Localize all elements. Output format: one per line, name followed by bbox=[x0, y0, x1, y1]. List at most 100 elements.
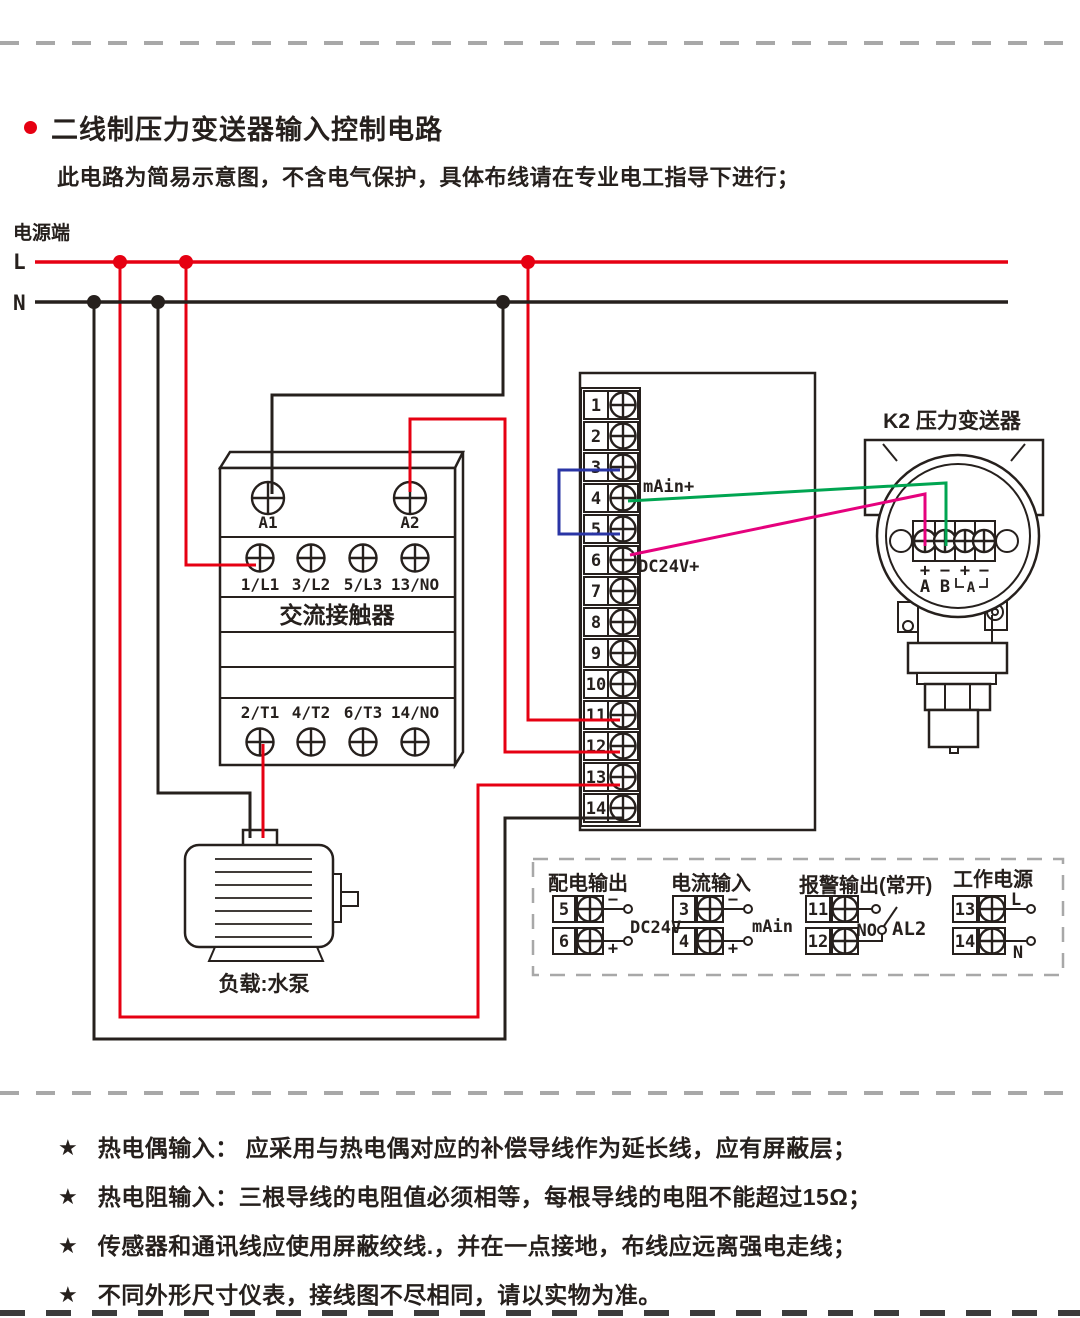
legend-texts: 5 6 3 4 11 12 13 14 − + − + DC24V mAin N… bbox=[559, 890, 1023, 963]
note-text: 热电偶输入： 应采用与热电偶对应的补偿导线作为延长线，应有屏蔽层； bbox=[97, 1135, 857, 1161]
terminal-number: 7 bbox=[591, 582, 601, 602]
polarity-sign: − bbox=[979, 561, 989, 581]
polarity-sign: + bbox=[608, 939, 618, 959]
page-title: 二线制压力变送器输入控制电路 bbox=[51, 115, 443, 145]
legend-l-label: L bbox=[1011, 890, 1021, 910]
transmitter-terminal-labels: + − + − A B A bbox=[920, 561, 989, 597]
line-l-label: L bbox=[13, 250, 26, 274]
polarity-sign: + bbox=[960, 561, 970, 581]
page-subtitle: 此电路为简易示意图，不含电气保护，具体布线请在专业电工指导下进行； bbox=[57, 165, 800, 190]
dc24v-signal-wire bbox=[629, 492, 927, 557]
transmitter-title: K2 压力变送器 bbox=[883, 409, 1022, 433]
input-terminal-label: 13/NO bbox=[391, 575, 439, 594]
l-to-contactor-input-wire bbox=[184, 262, 256, 567]
legend-terminal-number: 4 bbox=[679, 932, 689, 952]
terminal-strip-numbers: 1 2 3 4 5 6 7 8 9 10 11 12 13 14 bbox=[586, 396, 606, 819]
polarity-sign: − bbox=[728, 890, 738, 910]
n-to-coil-a1-wire bbox=[270, 302, 505, 494]
legend-titles: 配电输出 电流输入 报警输出(常开) 工作电源 bbox=[548, 867, 1033, 897]
jumper-3-5-wire bbox=[557, 468, 620, 536]
input-terminal-label: 5/L3 bbox=[344, 575, 383, 594]
neutral-wires bbox=[35, 300, 1008, 1041]
legend-main-label: mAin bbox=[752, 917, 793, 937]
output-terminal-label: 2/T1 bbox=[241, 703, 280, 722]
input-terminal-label: 1/L1 bbox=[241, 575, 280, 594]
note-text: 热电阻输入：三根导线的电阻值必须相等，每根导线的电阻不能超过15Ω； bbox=[97, 1184, 872, 1210]
l-to-work-power-wire bbox=[118, 262, 620, 1019]
terminal-a-label: A bbox=[920, 577, 930, 597]
legend-n-label: N bbox=[1013, 943, 1023, 963]
main-plus-label: mAin+ bbox=[643, 477, 694, 497]
l-to-alarm11-wire bbox=[526, 262, 620, 722]
contactor-name: 交流接触器 bbox=[280, 602, 396, 628]
legend-cur-title: 电流输入 bbox=[671, 871, 751, 895]
output-terminal-label: 4/T2 bbox=[292, 703, 331, 722]
n-to-motor-wire bbox=[156, 302, 252, 838]
polarity-sign: + bbox=[728, 939, 738, 959]
legend-terminal-number: 14 bbox=[955, 932, 975, 952]
terminal-number: 8 bbox=[591, 613, 601, 633]
n-to-terminal14-wire bbox=[92, 302, 622, 1041]
terminal-number: 12 bbox=[586, 737, 606, 757]
live-wires bbox=[35, 260, 1008, 1019]
motor-label: 负载:水泵 bbox=[219, 972, 310, 996]
note-text: 不同外形尺寸仪表，接线图不尽相同，请以实物为准。 bbox=[97, 1282, 662, 1308]
terminal-number: 9 bbox=[591, 644, 601, 664]
terminal-number: 5 bbox=[591, 520, 601, 540]
legend-terminal-number: 3 bbox=[679, 900, 689, 920]
live-junction-dots bbox=[113, 255, 535, 269]
terminal-number: 13 bbox=[586, 768, 606, 788]
legend-box bbox=[531, 857, 1065, 977]
legend-alarm-title: 报警输出(常开) bbox=[799, 873, 932, 897]
line-n-label: N bbox=[13, 291, 26, 315]
legend-dist-title: 配电输出 bbox=[548, 871, 628, 895]
note-item: ★ 不同外形尺寸仪表，接线图不尽相同，请以实物为准。 bbox=[58, 1281, 662, 1310]
terminal-b-label: B bbox=[940, 577, 950, 597]
note-item: ★ 热电阻输入：三根导线的电阻值必须相等，每根导线的电阻不能超过15Ω； bbox=[58, 1183, 872, 1212]
terminal-strip-screws bbox=[609, 391, 637, 822]
neutral-junction-dots bbox=[87, 295, 510, 309]
legend-terminal-number: 12 bbox=[808, 932, 828, 952]
terminal-number: 3 bbox=[591, 458, 601, 478]
polarity-sign: − bbox=[940, 561, 950, 581]
note-item: ★ 热电偶输入： 应采用与热电偶对应的补偿导线作为延长线，应有屏蔽层； bbox=[58, 1134, 857, 1163]
bracket-a-label: A bbox=[967, 580, 976, 596]
legend-terminals bbox=[552, 895, 1036, 955]
main-signal-wire bbox=[627, 481, 948, 546]
dc24v-plus-label: DC24V+ bbox=[638, 557, 699, 577]
star-icon: ★ bbox=[58, 1233, 78, 1258]
contactor bbox=[217, 450, 466, 770]
coil-terminal-label: A2 bbox=[400, 513, 419, 532]
terminal-strip bbox=[580, 387, 641, 827]
note-item: ★ 传感器和通讯线应使用屏蔽绞线.，并在一点接地，布线应远离强电走线； bbox=[58, 1232, 857, 1261]
power-terminal-label: 电源端 bbox=[13, 221, 70, 244]
terminal-number: 4 bbox=[591, 489, 601, 509]
legend-terminal-number: 5 bbox=[559, 900, 569, 920]
legend-terminal-number: 6 bbox=[559, 932, 569, 952]
note-text: 传感器和通讯线应使用屏蔽绞线.，并在一点接地，布线应远离强电走线； bbox=[97, 1233, 857, 1259]
terminal-number: 2 bbox=[591, 427, 601, 447]
input-terminal-label: 3/L2 bbox=[292, 575, 331, 594]
legend-al2-label: AL2 bbox=[892, 918, 926, 940]
contactor-labels: A1 A2 1/L1 3/L2 5/L3 13/NO 2/T1 4/T2 6/T… bbox=[241, 513, 439, 722]
legend-terminal-number: 11 bbox=[808, 900, 828, 920]
star-icon: ★ bbox=[58, 1184, 78, 1209]
output-terminal-label: 6/T3 bbox=[344, 703, 383, 722]
star-icon: ★ bbox=[58, 1135, 78, 1160]
terminal-number: 6 bbox=[591, 551, 601, 571]
legend-terminal-number: 13 bbox=[955, 900, 975, 920]
motor bbox=[183, 828, 359, 962]
output-terminal-label: 14/NO bbox=[391, 703, 439, 722]
bracket-symbol bbox=[955, 578, 988, 588]
star-icon: ★ bbox=[58, 1282, 78, 1307]
red-bullet-icon bbox=[24, 121, 37, 134]
legend-work-title: 工作电源 bbox=[953, 867, 1033, 891]
terminal-number: 1 bbox=[591, 396, 601, 416]
legend-dc24v-label: DC24V bbox=[630, 918, 681, 938]
page-heading: 二线制压力变送器输入控制电路 bbox=[24, 108, 443, 147]
polarity-sign: − bbox=[608, 890, 618, 910]
terminal-number: 10 bbox=[586, 675, 606, 695]
legend-no-label: NO bbox=[857, 921, 877, 941]
coil-a2-to-alarm12-wire bbox=[408, 417, 620, 754]
